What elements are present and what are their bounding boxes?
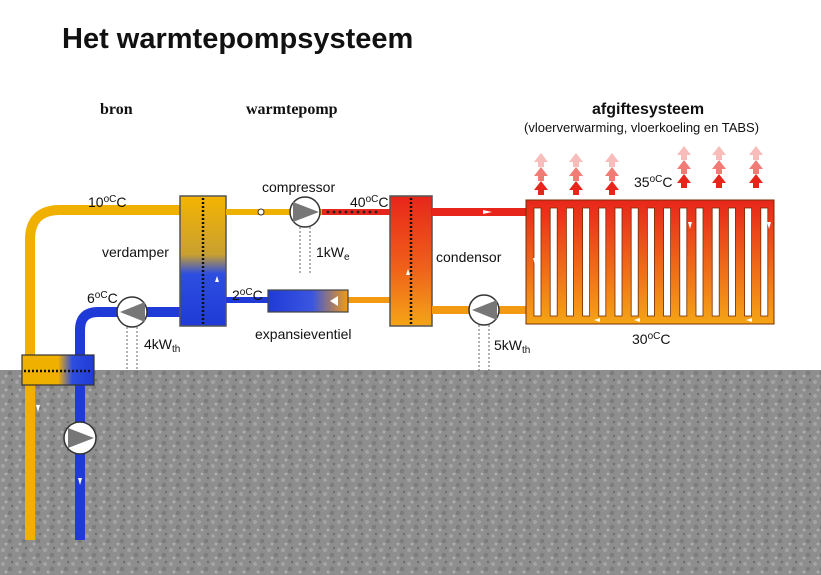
- floor-loop-gap: [679, 207, 688, 317]
- heat-arrow-icon: [605, 153, 619, 167]
- source-supply-pipe: [25, 205, 180, 540]
- heat-emission-arrows: [534, 146, 763, 195]
- heat-arrow-icon: [569, 153, 583, 167]
- power-source: 4kWth: [144, 336, 180, 355]
- expansion-valve: [267, 289, 349, 313]
- evaporator: [179, 195, 227, 327]
- expansion-valve-label: expansieventiel: [255, 326, 352, 342]
- heat-arrow-icon: [569, 181, 583, 195]
- floor-loop-gap: [582, 207, 590, 317]
- temp-after-compressor: 40oCC: [350, 194, 389, 210]
- temp-source-supply: 10oCC: [88, 194, 127, 210]
- floor-loop-gap: [728, 207, 736, 317]
- ground: [0, 370, 821, 575]
- diagram-title: Het warmtepompsysteem: [62, 23, 413, 55]
- source-return-pipe: [75, 307, 180, 540]
- section-emission-subtitle: (vloerverwarming, vloerkoeling en TABS): [524, 120, 759, 135]
- heat-arrow-icon: [749, 160, 763, 174]
- floor-loop-gap: [614, 207, 623, 317]
- floor-loop-gap: [744, 207, 752, 317]
- section-heat-pump: warmtepomp: [246, 101, 338, 118]
- floor-loop-gap: [598, 207, 607, 317]
- floor-loop-gap: [533, 207, 542, 317]
- temp-emission-return: 30oCC: [632, 331, 671, 347]
- compressor-icon: [289, 196, 321, 228]
- condenser-label: condensor: [436, 249, 502, 265]
- heat-arrow-icon: [749, 174, 763, 188]
- heat-arrow-icon: [605, 181, 619, 195]
- heat-arrow-icon: [677, 174, 691, 188]
- ground-pump-icon: [63, 421, 97, 455]
- heat-arrow-icon: [605, 167, 619, 181]
- power-emission: 5kWth: [494, 337, 530, 356]
- floor-heating-loop: [525, 199, 775, 325]
- heat-arrow-icon: [677, 160, 691, 174]
- section-source: bron: [100, 101, 133, 118]
- floor-loop-gap: [711, 207, 720, 317]
- power-compressor: 1kWe: [316, 244, 350, 263]
- floor-loop-gap: [566, 207, 574, 317]
- floor-loop-gap: [647, 207, 655, 317]
- source-pump-icon: [116, 296, 148, 328]
- heat-arrow-icon: [534, 181, 548, 195]
- heat-arrow-icon: [534, 167, 548, 181]
- temp-after-valve: 2oCC: [232, 287, 263, 303]
- floor-loop-gap: [695, 207, 704, 317]
- floor-loop-gap: [630, 207, 639, 317]
- evaporator-label: verdamper: [102, 244, 169, 260]
- floor-loop-gap: [549, 207, 558, 317]
- heat-arrow-icon: [677, 146, 691, 160]
- floor-loop-gap: [760, 207, 769, 317]
- floor-loop-gap: [663, 207, 671, 317]
- heat-arrow-icon: [749, 146, 763, 160]
- temp-source-return: 6oCC: [87, 290, 118, 306]
- heat-arrow-icon: [712, 160, 726, 174]
- heat-arrow-icon: [534, 153, 548, 167]
- heat-arrow-icon: [712, 174, 726, 188]
- section-emission: afgiftesysteem: [592, 101, 704, 118]
- heat-arrow-icon: [712, 146, 726, 160]
- emission-pump-icon: [468, 294, 500, 326]
- heat-arrow-icon: [569, 167, 583, 181]
- temp-emission-supply: 35oCC: [634, 174, 673, 190]
- condenser: [389, 195, 433, 327]
- compressor-label: compressor: [262, 179, 335, 195]
